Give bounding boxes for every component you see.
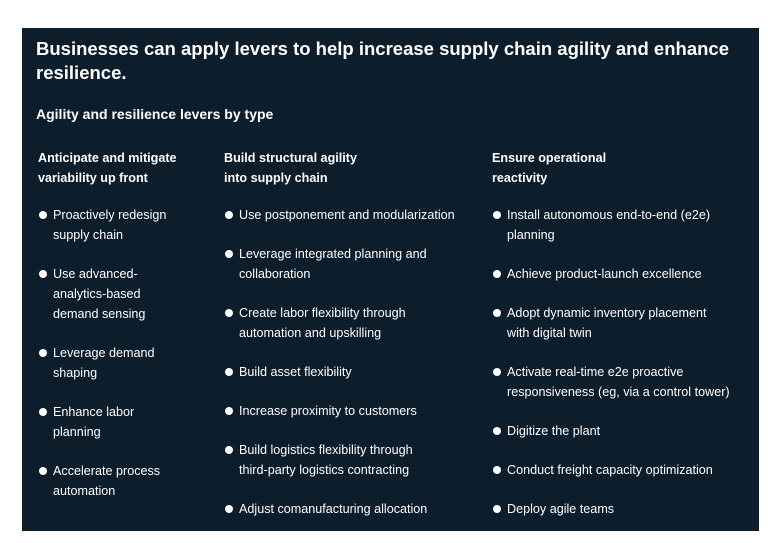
bullet-icon — [493, 211, 501, 219]
list-item: Create labor flexibility through automat… — [224, 303, 490, 343]
lever-list: Use postponement and modularization Leve… — [224, 205, 490, 519]
bullet-icon — [39, 467, 47, 475]
list-item: Accelerate process automation — [38, 461, 218, 501]
list-item: Build asset flexibility — [224, 362, 490, 382]
column-structural-agility: Build structural agility into supply cha… — [224, 148, 490, 538]
list-item: Adopt dynamic inventory placement with d… — [492, 303, 754, 343]
list-item: Use postponement and modularization — [224, 205, 490, 225]
bullet-icon — [493, 427, 501, 435]
list-item-label: Adopt dynamic inventory placement with d… — [507, 306, 707, 340]
bullet-icon — [39, 211, 47, 219]
list-item-label: Enhance labor planning — [53, 405, 135, 439]
list-item: Digitize the plant — [492, 421, 754, 441]
list-item-label: Proactively redesign supply chain — [53, 208, 167, 242]
column-heading: Anticipate and mitigate variability up f… — [38, 151, 177, 185]
bullet-icon — [225, 446, 233, 454]
column-heading: Ensure operational reactivity — [492, 151, 607, 185]
list-item: Adjust comanufacturing allocation — [224, 499, 490, 519]
list-item: Activate real-time e2e proactive respons… — [492, 362, 754, 402]
list-item: Conduct freight capacity optimization — [492, 460, 754, 480]
list-item: Use advanced- analytics-based demand sen… — [38, 264, 218, 324]
column-operational-reactivity: Ensure operational reactivity Install au… — [492, 148, 754, 538]
lever-list: Proactively redesign supply chain Use ad… — [38, 205, 218, 501]
lever-list: Install autonomous end-to-end (e2e) plan… — [492, 205, 754, 519]
bullet-icon — [493, 368, 501, 376]
list-item: Leverage demand shaping — [38, 343, 218, 383]
bullet-icon — [225, 505, 233, 513]
bullet-icon — [39, 349, 47, 357]
list-item: Deploy agile teams — [492, 499, 754, 519]
list-item: Enhance labor planning — [38, 402, 218, 442]
list-item-label: Build logistics flexibility through thir… — [239, 443, 413, 477]
list-item-label: Build asset flexibility — [239, 365, 352, 379]
bullet-icon — [225, 368, 233, 376]
column-anticipate: Anticipate and mitigate variability up f… — [38, 148, 218, 520]
list-item-label: Adjust comanufacturing allocation — [239, 502, 428, 516]
page-title: Businesses can apply levers to help incr… — [36, 38, 729, 83]
infographic-panel: Businesses can apply levers to help incr… — [22, 28, 759, 531]
list-item-label: Use postponement and modularization — [239, 208, 455, 222]
list-item-label: Install autonomous end-to-end (e2e) plan… — [507, 208, 711, 242]
bullet-icon — [493, 505, 501, 513]
list-item-label: Conduct freight capacity optimization — [507, 463, 713, 477]
list-item-label: Create labor flexibility through automat… — [239, 306, 406, 340]
bullet-icon — [39, 408, 47, 416]
list-item-label: Leverage integrated planning and collabo… — [239, 247, 427, 281]
subtitle: Agility and resilience levers by type — [36, 106, 274, 122]
list-item-label: Activate real-time e2e proactive respons… — [507, 365, 730, 399]
list-item-label: Achieve product-launch excellence — [507, 267, 702, 281]
bullet-icon — [493, 270, 501, 278]
bullet-icon — [39, 270, 47, 278]
list-item: Leverage integrated planning and collabo… — [224, 244, 490, 284]
list-item-label: Use advanced- analytics-based demand sen… — [53, 267, 146, 321]
column-heading: Build structural agility into supply cha… — [224, 151, 357, 185]
list-item: Proactively redesign supply chain — [38, 205, 218, 245]
list-item-label: Leverage demand shaping — [53, 346, 155, 380]
bullet-icon — [225, 211, 233, 219]
list-item: Increase proximity to customers — [224, 401, 490, 421]
bullet-icon — [225, 250, 233, 258]
list-item-label: Accelerate process automation — [53, 464, 161, 498]
list-item: Achieve product-launch excellence — [492, 264, 754, 284]
bullet-icon — [493, 466, 501, 474]
list-item: Install autonomous end-to-end (e2e) plan… — [492, 205, 754, 245]
list-item-label: Increase proximity to customers — [239, 404, 417, 418]
list-item-label: Digitize the plant — [507, 424, 601, 438]
bullet-icon — [225, 309, 233, 317]
list-item-label: Deploy agile teams — [507, 502, 615, 516]
list-item: Build logistics flexibility through thir… — [224, 440, 490, 480]
bullet-icon — [225, 407, 233, 415]
bullet-icon — [493, 309, 501, 317]
